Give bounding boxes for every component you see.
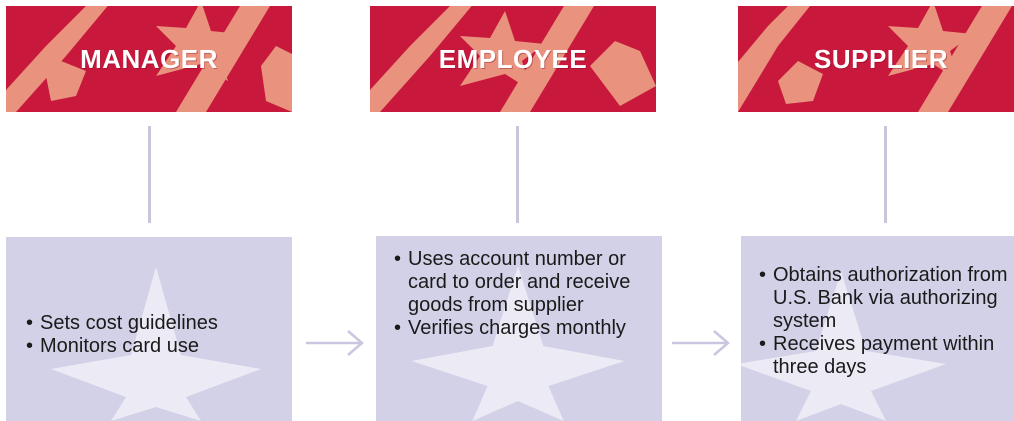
list-item: •Sets cost guidelines	[26, 312, 218, 334]
connector-employee	[516, 126, 519, 223]
star-pattern-icon	[370, 6, 656, 112]
list-item: •Verifies charges monthly	[394, 317, 626, 339]
header-manager: MANAGER	[6, 6, 292, 112]
header-title-manager: MANAGER	[80, 44, 218, 74]
bullet-list-manager: •Sets cost guidelines •Monitors card use	[26, 312, 286, 358]
box-manager: •Sets cost guidelines •Monitors card use	[6, 237, 292, 421]
header-title-supplier: SUPPLIER	[813, 44, 949, 74]
box-supplier: •Obtains authorization from U.S. Bank vi…	[741, 236, 1014, 421]
list-item: •Obtains authorization from U.S. Bank vi…	[759, 264, 1008, 332]
list-item: •Uses account number or card to order an…	[394, 248, 631, 316]
list-item: •Monitors card use	[26, 335, 199, 357]
connector-manager	[148, 126, 151, 223]
star-watermark-icon	[411, 266, 625, 421]
arrow-right-icon	[672, 330, 730, 356]
bullet-list-employee: •Uses account number or card to order an…	[394, 248, 656, 340]
header-employee: EMPLOYEE	[370, 6, 656, 112]
star-pattern-icon	[6, 6, 292, 112]
arrow-right-icon	[306, 330, 364, 356]
header-supplier: SUPPLIER	[738, 6, 1014, 112]
header-title-employee: EMPLOYEE	[438, 44, 588, 74]
star-pattern-icon	[738, 6, 1012, 112]
connector-supplier	[884, 126, 887, 223]
bullet-list-supplier: •Obtains authorization from U.S. Bank vi…	[759, 264, 1008, 379]
star-watermark-icon	[741, 271, 946, 421]
box-employee: •Uses account number or card to order an…	[376, 236, 662, 421]
star-watermark-icon	[51, 267, 261, 421]
list-item: •Receives payment within three days	[759, 333, 995, 378]
